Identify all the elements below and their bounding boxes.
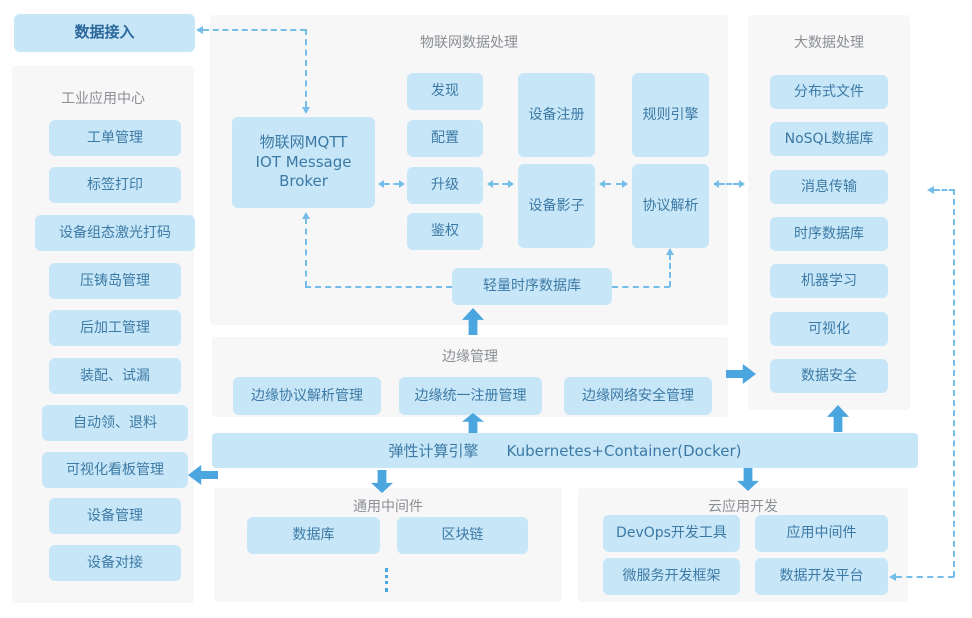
dashed-arrowhead-to-protocol-parse <box>666 248 674 255</box>
data-dev-platform-box: 数据开发平台 <box>755 558 888 595</box>
bigdata-panel: 大数据处理 分布式文件 NoSQL数据库 消息传输 时序数据库 机器学习 可视化… <box>748 15 910 410</box>
device-registry-box: 设备注册 <box>518 73 595 157</box>
industrial-app-center-panel: 工业应用中心 工单管理 标签打印 设备组态激光打码 压铸岛管理 后加工管理 装配… <box>12 66 195 603</box>
app-item-work-order: 工单管理 <box>49 120 181 156</box>
mqtt-broker-line1: 物联网MQTT <box>259 133 348 152</box>
iot-data-processing-panel: 物联网数据处理 物联网MQTT IOT Message Broker 发现 配置… <box>210 15 728 325</box>
compute-engine-label: 弹性计算引擎 <box>388 442 479 460</box>
mqtt-broker-box: 物联网MQTT IOT Message Broker <box>232 117 375 208</box>
dashed-double-arrow-protocol-bigdata <box>713 179 745 189</box>
dashed-double-arrow-upgrade-shadow <box>487 179 514 189</box>
dashed-connector-top-h <box>203 29 306 31</box>
dashed-connector-right-top-h <box>934 189 955 191</box>
edge-network-security-box: 边缘网络安全管理 <box>564 377 712 415</box>
rule-engine-box: 规则引擎 <box>632 73 709 157</box>
iot-panel-title: 物联网数据处理 <box>420 35 518 51</box>
database-box: 数据库 <box>247 517 380 554</box>
dashed-double-arrow-shadow-protocol <box>599 179 628 189</box>
app-middleware-box: 应用中间件 <box>755 515 888 552</box>
app-item-device-docking: 设备对接 <box>49 545 181 581</box>
app-item-laser-coding: 设备组态激光打码 <box>35 215 195 251</box>
middleware-panel: 通用中间件 数据库 区块链 <box>214 488 562 602</box>
bigdata-panel-title: 大数据处理 <box>794 35 864 51</box>
mqtt-broker-line3: Broker <box>279 172 328 191</box>
industrial-app-center-title: 工业应用中心 <box>61 91 145 107</box>
data-access-box: 数据接入 <box>14 14 195 52</box>
dashed-connector-top-v <box>305 29 307 107</box>
message-transport-box: 消息传输 <box>770 170 888 204</box>
mqtt-broker-line2: IOT Message <box>255 152 352 171</box>
discovery-box: 发现 <box>407 73 483 110</box>
dashed-connector-right-v <box>953 189 955 577</box>
edge-mgmt-panel: 边缘管理 边缘协议解析管理 边缘统一注册管理 边缘网络安全管理 <box>212 337 728 417</box>
distributed-file-box: 分布式文件 <box>770 75 888 109</box>
app-item-die-cast-island: 压铸岛管理 <box>49 263 181 299</box>
app-item-kanban-mgmt: 可视化看板管理 <box>42 452 188 488</box>
edge-protocol-mgmt-box: 边缘协议解析管理 <box>233 377 381 415</box>
app-item-device-mgmt: 设备管理 <box>49 498 181 534</box>
dashed-connector-tsdb-v <box>305 218 307 287</box>
dashed-connector-tsdb-right-h <box>612 286 670 288</box>
dashed-connector-right-bottom-h <box>896 576 954 578</box>
dashed-arrowhead-to-data-dev-platform <box>889 573 896 581</box>
data-security-box: 数据安全 <box>770 359 888 393</box>
middleware-panel-title: 通用中间件 <box>353 499 423 515</box>
app-item-assembly-leak-test: 装配、试漏 <box>49 358 181 394</box>
dashed-double-arrow-broker-upgrade <box>378 179 405 189</box>
app-item-label-print: 标签打印 <box>49 167 181 203</box>
kubernetes-label: Kubernetes+Container(Docker) <box>506 441 742 460</box>
visualization-box: 可视化 <box>770 312 888 346</box>
dashed-connector-tsdb-h <box>305 286 452 288</box>
elastic-compute-bar: 弹性计算引擎 Kubernetes+Container(Docker) <box>212 433 918 468</box>
microservice-framework-box: 微服务开发框架 <box>603 558 740 595</box>
nosql-db-box: NoSQL数据库 <box>770 122 888 156</box>
edge-panel-title: 边缘管理 <box>442 349 498 365</box>
machine-learning-box: 机器学习 <box>770 264 888 298</box>
cloud-app-panel: 云应用开发 DevOps开发工具 应用中间件 微服务开发框架 数据开发平台 <box>578 488 908 602</box>
lightweight-tsdb-box: 轻量时序数据库 <box>452 268 612 305</box>
dashed-arrowhead-to-data-access <box>196 26 203 34</box>
device-shadow-box: 设备影子 <box>518 164 595 248</box>
timeseries-db-box: 时序数据库 <box>770 217 888 251</box>
config-box: 配置 <box>407 120 483 157</box>
devops-tools-box: DevOps开发工具 <box>603 515 740 552</box>
blockchain-box: 区块链 <box>397 517 528 554</box>
cloud-panel-title: 云应用开发 <box>708 499 778 515</box>
dashed-arrowhead-to-broker-bottom <box>302 212 310 219</box>
app-item-post-process: 后加工管理 <box>49 310 181 346</box>
protocol-parse-box: 协议解析 <box>632 164 709 248</box>
dashed-connector-tsdb-right-v <box>669 254 671 287</box>
upgrade-box: 升级 <box>407 167 483 204</box>
auth-box: 鉴权 <box>407 213 483 250</box>
ellipsis-dots <box>385 568 388 592</box>
edge-registry-mgmt-box: 边缘统一注册管理 <box>399 377 542 415</box>
app-item-auto-material: 自动领、退料 <box>42 405 188 441</box>
dashed-arrowhead-to-broker <box>302 107 310 114</box>
dashed-arrowhead-to-message-transport <box>927 186 934 194</box>
